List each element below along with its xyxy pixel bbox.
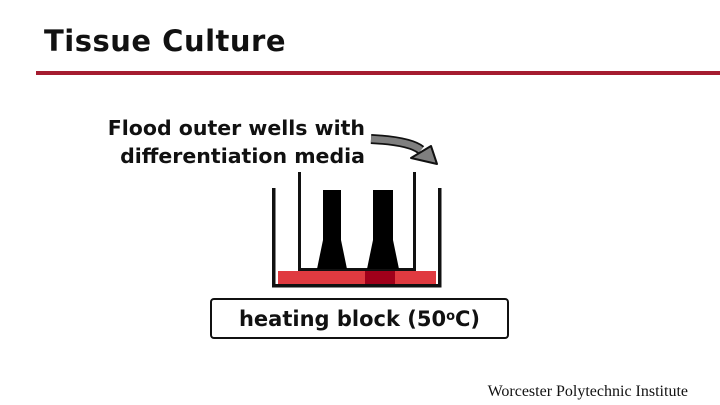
curved-arrow-icon: [370, 134, 438, 165]
inner-insert: [298, 172, 416, 271]
instruction-line-2: differentiation media: [120, 144, 365, 168]
outer-container: [272, 188, 442, 288]
tissue-construct-left: [317, 190, 347, 269]
title-divider: [36, 71, 720, 75]
footer-institution: Worcester Polytechnic Institute: [487, 383, 688, 400]
flooding-media: [278, 271, 436, 284]
tissue-construct-right: [367, 190, 399, 269]
inner-well-media: [365, 271, 395, 284]
instruction-text: Flood outer wells with differentiation m…: [108, 114, 365, 170]
instruction-line-1: Flood outer wells with: [107, 116, 365, 140]
slide-title: Tissue Culture: [44, 24, 287, 58]
